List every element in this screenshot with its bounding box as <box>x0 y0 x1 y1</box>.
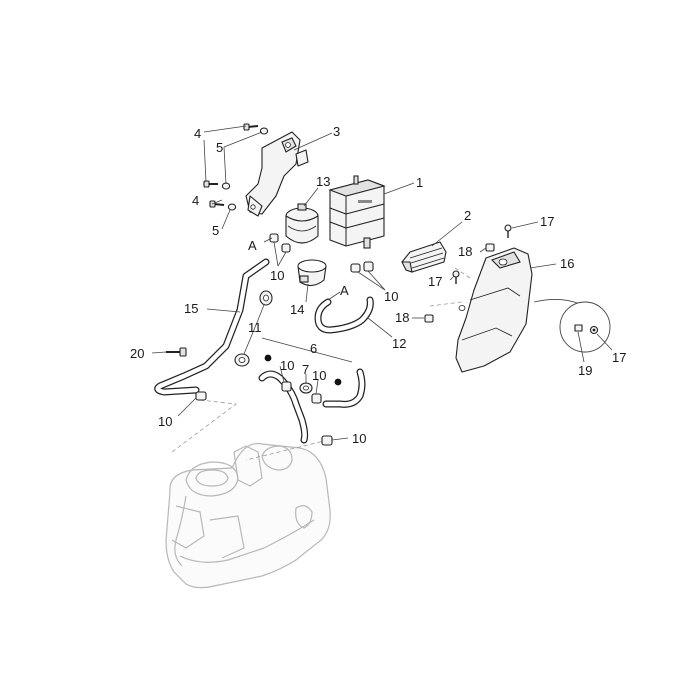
label-part-15: 15 <box>184 301 198 316</box>
label-part-19: 19 <box>578 363 592 378</box>
label-part-6: 6 <box>310 341 317 356</box>
label-part-10-bottom: 10 <box>352 431 366 446</box>
fittings-part-10-canister <box>350 261 374 273</box>
label-part-20: 20 <box>130 346 144 361</box>
canister-part-1 <box>328 175 386 249</box>
bracket-part-3 <box>245 131 309 217</box>
fitting-part-10-left <box>195 391 207 401</box>
label-part-3: 3 <box>333 124 340 139</box>
label-ref-a-upper: A <box>248 238 257 253</box>
filter-part-13 <box>285 203 319 244</box>
label-part-10-canister: 10 <box>384 289 398 304</box>
label-part-7: 7 <box>302 362 309 377</box>
bolt-part-4-top <box>243 123 259 131</box>
label-part-10-left: 10 <box>158 414 172 429</box>
label-part-18-left: 18 <box>395 310 409 325</box>
bolt-part-4-bottom <box>209 200 237 211</box>
fitting-part-10-a <box>269 233 291 253</box>
hose-set-part-6 <box>258 337 366 446</box>
label-part-16: 16 <box>560 256 574 271</box>
label-part-4-top: 4 <box>194 126 201 141</box>
cover-part-16 <box>455 247 533 373</box>
clamp-part-14 <box>297 259 327 287</box>
label-part-14: 14 <box>290 302 304 317</box>
grommet-part-11 <box>234 290 273 367</box>
fuel-tank-ghost <box>165 442 331 589</box>
clip-part-18-left <box>424 314 434 323</box>
label-part-2: 2 <box>464 208 471 223</box>
bolt-part-4-middle <box>203 180 231 190</box>
label-part-5-bottom: 5 <box>212 223 219 238</box>
hose-part-12 <box>314 296 374 334</box>
washer-part-5-top <box>259 127 269 135</box>
screw-part-17-middle <box>452 270 460 284</box>
assembly-dashed-lines <box>171 267 471 461</box>
label-part-13: 13 <box>316 174 330 189</box>
label-part-18-top: 18 <box>458 244 472 259</box>
callout-labels: 4 5 3 1 13 4 5 A 10 14 A 10 12 2 17 18 1… <box>130 124 626 446</box>
leader-lines <box>151 125 613 441</box>
detail-callout <box>533 299 611 353</box>
label-part-17-middle: 17 <box>428 274 442 289</box>
screw-part-20 <box>166 347 187 357</box>
label-part-17-top: 17 <box>540 214 554 229</box>
strap-part-2 <box>401 241 447 273</box>
label-part-17-detail: 17 <box>612 350 626 365</box>
label-part-10-right: 10 <box>312 368 326 383</box>
pipe-part-15 <box>154 258 270 396</box>
label-part-10-hose: 10 <box>280 358 294 373</box>
label-part-4-bottom: 4 <box>192 193 199 208</box>
label-part-11: 11 <box>248 320 262 335</box>
label-part-12: 12 <box>392 336 406 351</box>
label-part-1: 1 <box>416 175 423 190</box>
label-part-5-top: 5 <box>216 140 223 155</box>
screw-part-17-top <box>504 224 512 238</box>
label-ref-a-lower: A <box>340 283 349 298</box>
clip-part-18-top <box>485 243 495 252</box>
label-part-10-upper: 10 <box>270 268 284 283</box>
